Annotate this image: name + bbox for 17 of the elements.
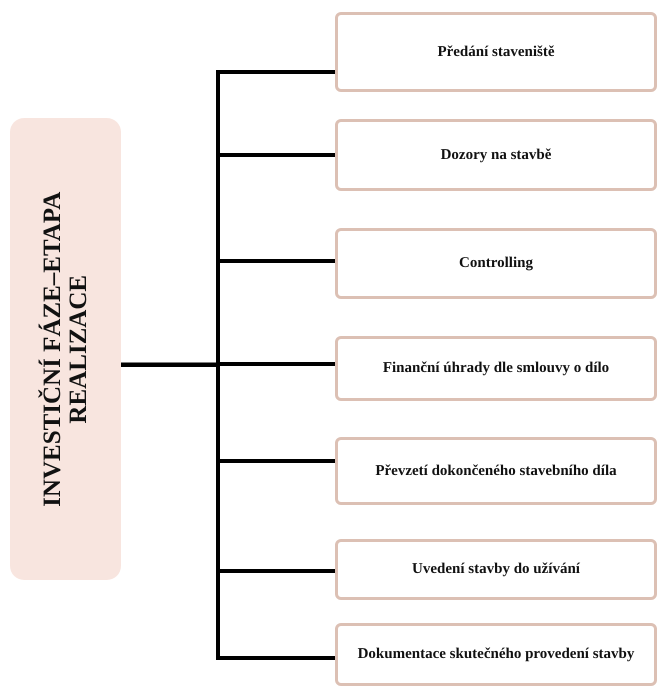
phase-box xyxy=(10,118,121,580)
task-box xyxy=(335,437,657,505)
task-box xyxy=(335,228,657,299)
task-label: Převzetí dokončeného stavebního díla xyxy=(375,462,617,480)
task-label: Dozory na stavbě xyxy=(440,146,552,164)
task-box xyxy=(335,623,657,686)
task-label: Controlling xyxy=(459,255,533,272)
task-box xyxy=(335,12,657,92)
task-box xyxy=(335,336,657,401)
task-label: Dokumentace skutečného provedení stavby xyxy=(358,646,634,663)
task-label: Předání staveniště xyxy=(437,44,555,60)
task-box xyxy=(335,539,657,600)
phase-title: INVESTIČNÍ FÁZE–ETAPA REALIZACE xyxy=(39,190,92,509)
task-label: Finanční úhrady dle smlouvy o dílo xyxy=(382,360,610,377)
task-label: Uvedení stavby do užívání xyxy=(412,561,580,578)
task-box xyxy=(335,119,657,191)
connector-line xyxy=(121,362,335,660)
